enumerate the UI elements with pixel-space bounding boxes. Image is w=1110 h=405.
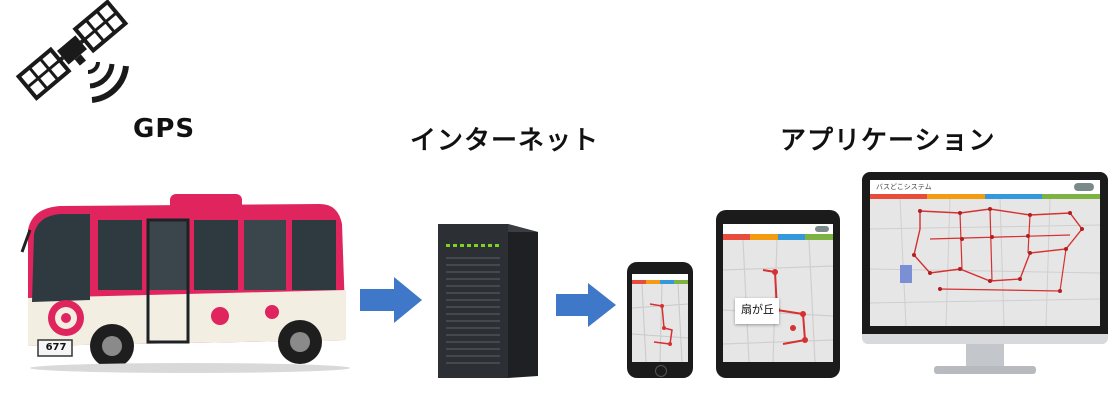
- app-title: バスどこシステム: [876, 183, 932, 191]
- application-label: アプリケーション: [780, 126, 996, 156]
- monitor-neck: [966, 344, 1004, 368]
- popup-place-name: 扇が丘: [741, 303, 774, 316]
- map-popup: 扇が丘: [735, 298, 779, 324]
- desktop-screen: バスどこシステム: [870, 180, 1100, 326]
- monitor-stand: [934, 366, 1036, 374]
- bus-image: [20, 194, 350, 373]
- gps-label: GPS: [133, 114, 196, 144]
- server-icon: [438, 224, 538, 378]
- tablet-screen: 扇が丘: [723, 224, 833, 362]
- arrow-right-icon: [556, 283, 616, 327]
- arrow-right-icon: [360, 277, 422, 323]
- home-button: [655, 365, 667, 377]
- tablet-device: 扇が丘: [716, 210, 840, 378]
- monitor-chin: [862, 334, 1108, 344]
- smartphone-screen: [632, 274, 688, 362]
- smartphone-device: [627, 262, 693, 378]
- bus-license-plate: 677: [45, 342, 67, 353]
- desktop-monitor: バスどこシステム: [862, 172, 1108, 334]
- satellite-icon: [15, 0, 129, 103]
- internet-label: インターネット: [410, 126, 600, 156]
